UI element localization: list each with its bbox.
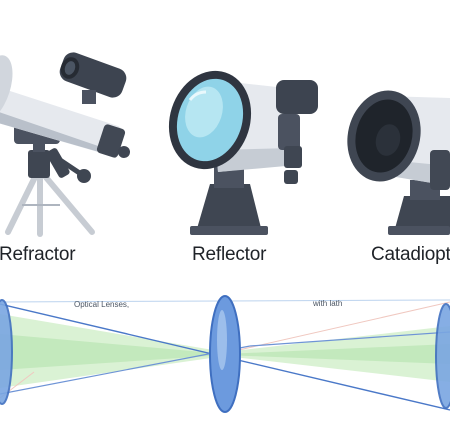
green-light-beam <box>0 314 450 388</box>
reflector-aperture <box>168 70 252 170</box>
optical-path-diagram <box>0 295 450 413</box>
blue-light-ray <box>0 345 251 395</box>
right-annotation: with lath <box>313 299 343 308</box>
refractor-illustration <box>0 52 130 237</box>
reflector-illustration <box>168 70 318 235</box>
refractor-label: Refractor <box>0 244 76 265</box>
reflector-base <box>190 164 268 235</box>
catadioptric-base <box>388 180 450 235</box>
light-ray <box>229 301 450 353</box>
refractor-finder-scope <box>59 52 127 104</box>
refractor-tripod <box>5 138 95 237</box>
catadioptric-aperture <box>347 90 421 182</box>
left-lens <box>0 299 13 405</box>
refractor-tube <box>0 87 130 158</box>
optical-lenses-annotation: Optical Lenses, <box>74 300 130 309</box>
refractor-objective <box>0 55 13 121</box>
catadioptric-illustration <box>347 90 450 235</box>
right-lens <box>435 303 450 409</box>
catadioptric-label: Catadiopt <box>371 244 450 265</box>
reflector-label: Reflector <box>192 244 267 265</box>
